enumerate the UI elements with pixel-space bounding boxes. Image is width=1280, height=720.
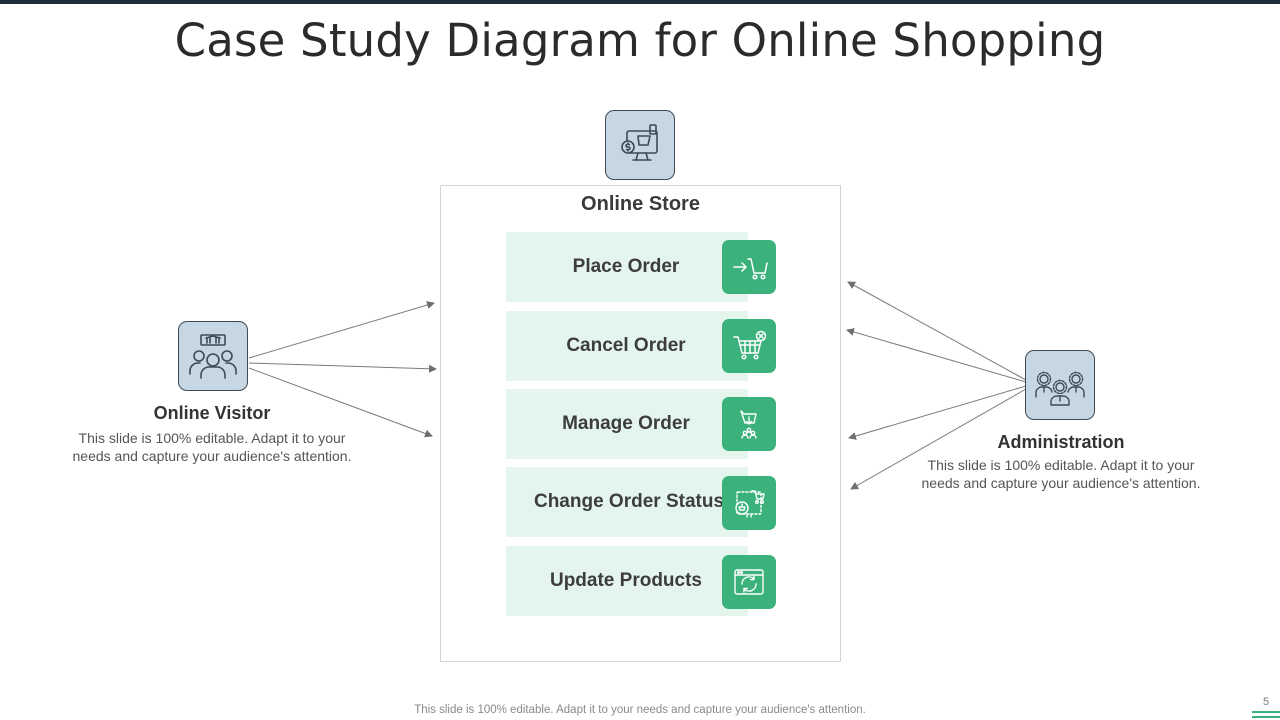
place-order-row[interactable] (506, 232, 748, 302)
cancel-order-row[interactable] (506, 311, 748, 381)
change-order-status-label: Change Order Status (533, 491, 725, 512)
manage-order-row[interactable] (506, 389, 748, 459)
place-order-label: Place Order (572, 256, 680, 277)
cart-cancel-icon (722, 319, 776, 373)
cart-arrow-icon (722, 240, 776, 294)
online-visitor-description: This slide is 100% editable. Adapt it to… (42, 429, 382, 465)
administration-description: This slide is 100% editable. Adapt it to… (891, 456, 1231, 492)
admin-arrow-1 (847, 281, 1027, 381)
administration-desc-line1: This slide is 100% editable. Adapt it to… (927, 457, 1195, 473)
visitor-arrow-3 (248, 367, 433, 438)
update-products-label: Update Products (549, 570, 703, 591)
manage-order-label: Manage Order (562, 413, 690, 434)
visitor-arrow-2 (248, 362, 437, 373)
administration-desc-line2: needs and capture your audience's attent… (921, 475, 1201, 491)
page-number: 5 (1262, 696, 1270, 708)
footer-note: This slide is 100% editable. Adapt it to… (414, 704, 866, 716)
online-visitor-name: Online Visitor (153, 403, 271, 423)
update-products-icon (722, 555, 776, 609)
online-store-monitor-icon (605, 110, 675, 180)
top-accent-bar (0, 0, 1280, 4)
visitor-arrow-1 (248, 301, 435, 359)
admin-arrow-3 (848, 385, 1027, 440)
admin-arrow-4 (850, 388, 1027, 490)
page-number-underline-1 (1252, 711, 1280, 713)
order-status-icon (722, 476, 776, 530)
page-number-underline-2 (1252, 716, 1280, 718)
online-visitor-desc-line1: This slide is 100% editable. Adapt it to… (78, 430, 346, 446)
change-order-status-row[interactable] (506, 467, 748, 537)
online-visitor-desc-line2: needs and capture your audience's attent… (72, 448, 352, 464)
online-store-title: Online Store (581, 193, 700, 215)
visitors-group-icon (178, 321, 248, 391)
administration-name: Administration (997, 432, 1125, 452)
slide-title: Case Study Diagram for Online Shopping (174, 14, 1106, 67)
administration-team-icon (1025, 350, 1095, 420)
manage-order-icon (722, 397, 776, 451)
cancel-order-label: Cancel Order (566, 335, 686, 356)
admin-arrow-2 (846, 328, 1027, 383)
update-products-row[interactable] (506, 546, 748, 616)
